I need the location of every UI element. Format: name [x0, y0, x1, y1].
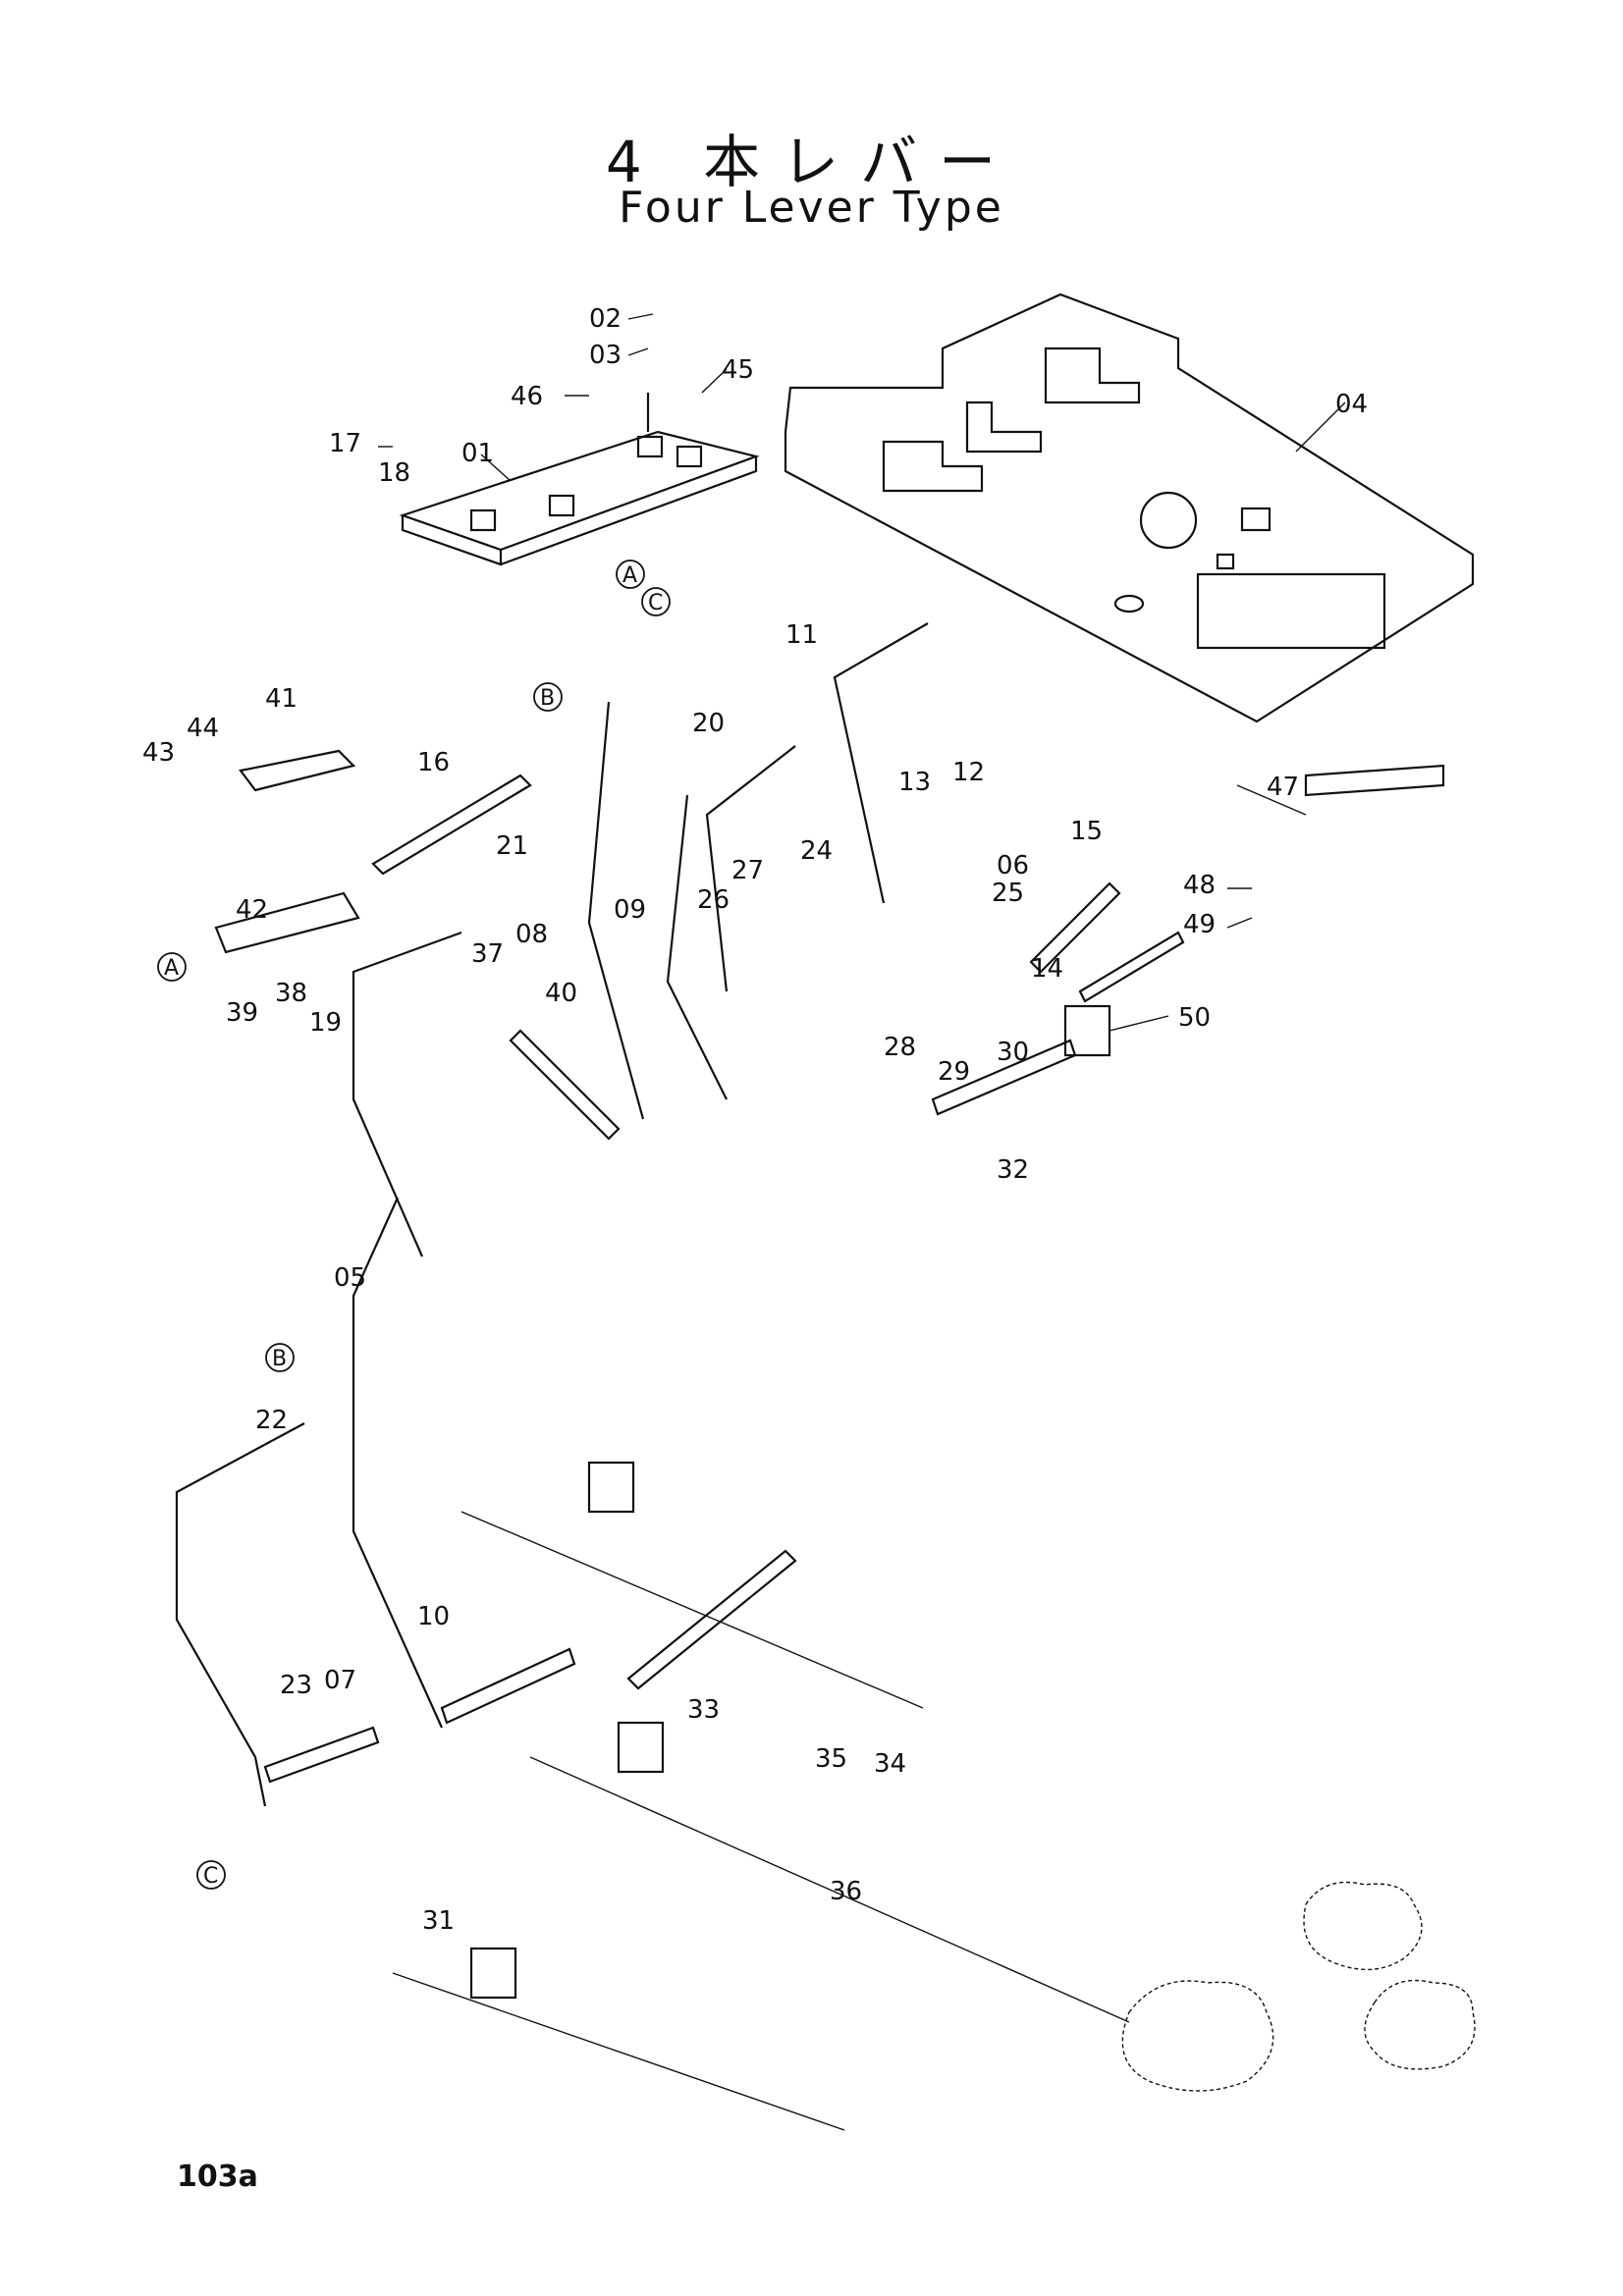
- callout-40: 40: [545, 979, 577, 1008]
- floor-mat: [784, 293, 1475, 723]
- pilot-valves: [1121, 1881, 1476, 2092]
- callout-23: 23: [280, 1671, 312, 1700]
- callout-02: 02: [589, 304, 622, 334]
- callout-20: 20: [692, 709, 725, 738]
- mounting-bracket: [399, 393, 760, 566]
- ref-marker-b: [533, 682, 563, 712]
- ref-marker-a-label: A: [622, 563, 637, 588]
- callout-38: 38: [275, 979, 307, 1008]
- callout-28: 28: [884, 1033, 916, 1062]
- rods: [263, 764, 1445, 1784]
- diagram-title-japanese: 4 本レバー: [605, 129, 1018, 195]
- callout-41: 41: [265, 684, 298, 714]
- callout-13: 13: [898, 768, 931, 797]
- ref-marker-c-label: C: [648, 591, 663, 615]
- callout-48: 48: [1183, 871, 1216, 900]
- ref-marker-c: [641, 587, 671, 616]
- callout-10: 10: [417, 1602, 450, 1631]
- callout-49: 49: [1183, 910, 1216, 939]
- callout-43: 43: [142, 738, 175, 768]
- callout-37: 37: [471, 939, 504, 969]
- callout-39: 39: [226, 998, 258, 1028]
- ref-marker-c-lower-label: C: [203, 1864, 218, 1889]
- callout-07: 07: [324, 1666, 356, 1695]
- callout-32: 32: [997, 1155, 1029, 1185]
- callout-21: 21: [496, 831, 528, 861]
- callout-50: 50: [1178, 1003, 1211, 1033]
- callout-19: 19: [309, 1008, 342, 1038]
- callout-31: 31: [422, 1906, 455, 1936]
- ref-marker-b-label: B: [540, 686, 555, 711]
- callout-11: 11: [785, 620, 818, 650]
- ref-marker-c-lower: [196, 1860, 226, 1890]
- callout-22: 22: [255, 1406, 288, 1435]
- callout-27: 27: [731, 856, 764, 885]
- callout-33: 33: [687, 1695, 720, 1725]
- callout-34: 34: [874, 1749, 906, 1779]
- ref-marker-a-lower: [157, 952, 187, 982]
- callout-06: 06: [997, 851, 1029, 881]
- callout-04: 04: [1335, 390, 1368, 419]
- callout-44: 44: [187, 714, 219, 743]
- callout-15: 15: [1070, 817, 1103, 846]
- callout-18: 18: [378, 458, 410, 488]
- callout-14: 14: [1031, 954, 1063, 984]
- control-levers: [175, 622, 929, 1807]
- callout-46: 46: [511, 382, 543, 411]
- callout-16: 16: [417, 748, 450, 777]
- page-number: 103a: [177, 2160, 258, 2194]
- callout-08: 08: [515, 920, 548, 949]
- callout-30: 30: [997, 1038, 1029, 1067]
- ref-marker-b-lower-label: B: [272, 1347, 287, 1371]
- callout-35: 35: [815, 1744, 847, 1774]
- callout-09: 09: [614, 895, 646, 925]
- callout-47: 47: [1267, 773, 1299, 802]
- reference-markers: A B C A B C: [157, 560, 671, 1890]
- part-callouts: 01 02 03 04 05 06 07 08 09 10 11 12 13 1…: [142, 304, 1368, 1936]
- callout-36: 36: [830, 1877, 862, 1906]
- callout-42: 42: [236, 895, 268, 925]
- callout-03: 03: [589, 341, 622, 370]
- ref-marker-b-lower: [265, 1343, 295, 1372]
- callout-29: 29: [938, 1057, 970, 1087]
- leader-lines: [378, 313, 1346, 1032]
- callout-26: 26: [697, 885, 730, 915]
- callout-24: 24: [800, 836, 833, 866]
- upper-left-bracket: [214, 749, 360, 954]
- cable-assemblies: [392, 1004, 1130, 2131]
- ref-marker-a-lower-label: A: [164, 956, 179, 981]
- callout-45: 45: [722, 355, 754, 385]
- callout-17: 17: [329, 429, 361, 458]
- callout-25: 25: [992, 879, 1024, 908]
- diagram-title-english: Four Lever Type: [619, 183, 1004, 233]
- callout-05: 05: [334, 1263, 366, 1293]
- callout-01: 01: [461, 439, 494, 468]
- callout-12: 12: [952, 758, 985, 787]
- ref-marker-a: [616, 560, 645, 589]
